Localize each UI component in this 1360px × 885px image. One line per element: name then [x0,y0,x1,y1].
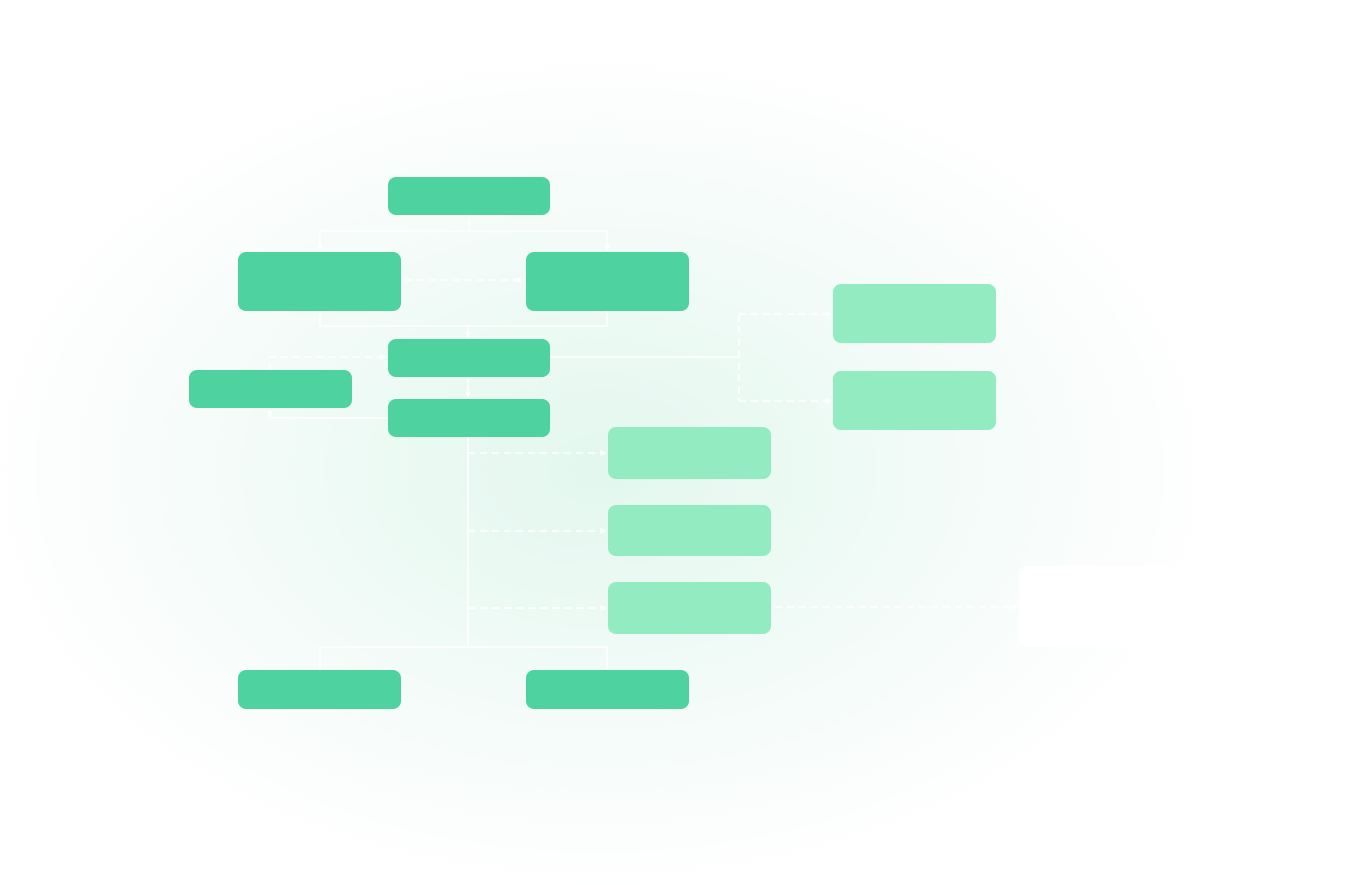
node-right-branch-1[interactable] [833,284,996,343]
node-leaf-2[interactable] [608,505,771,556]
node-top[interactable] [388,177,550,215]
node-lower[interactable] [388,399,550,437]
node-right-branch-2[interactable] [833,371,996,430]
node-right[interactable] [526,252,689,311]
node-left[interactable] [238,252,401,311]
connector-right-branches [738,313,831,402]
node-bottom-right[interactable] [526,670,689,709]
connector-top-split [320,215,607,232]
node-bottom-left[interactable] [238,670,401,709]
node-side[interactable] [189,370,352,408]
connector-merge [319,311,608,337]
node-ghost[interactable] [1019,566,1180,647]
node-leaf-3[interactable] [608,582,771,634]
connector-lower-to-side [267,409,388,419]
connector-bottom-split [319,646,608,670]
connector-side-to-middle [269,354,387,370]
node-middle[interactable] [388,339,550,377]
node-leaf-1[interactable] [608,427,771,479]
